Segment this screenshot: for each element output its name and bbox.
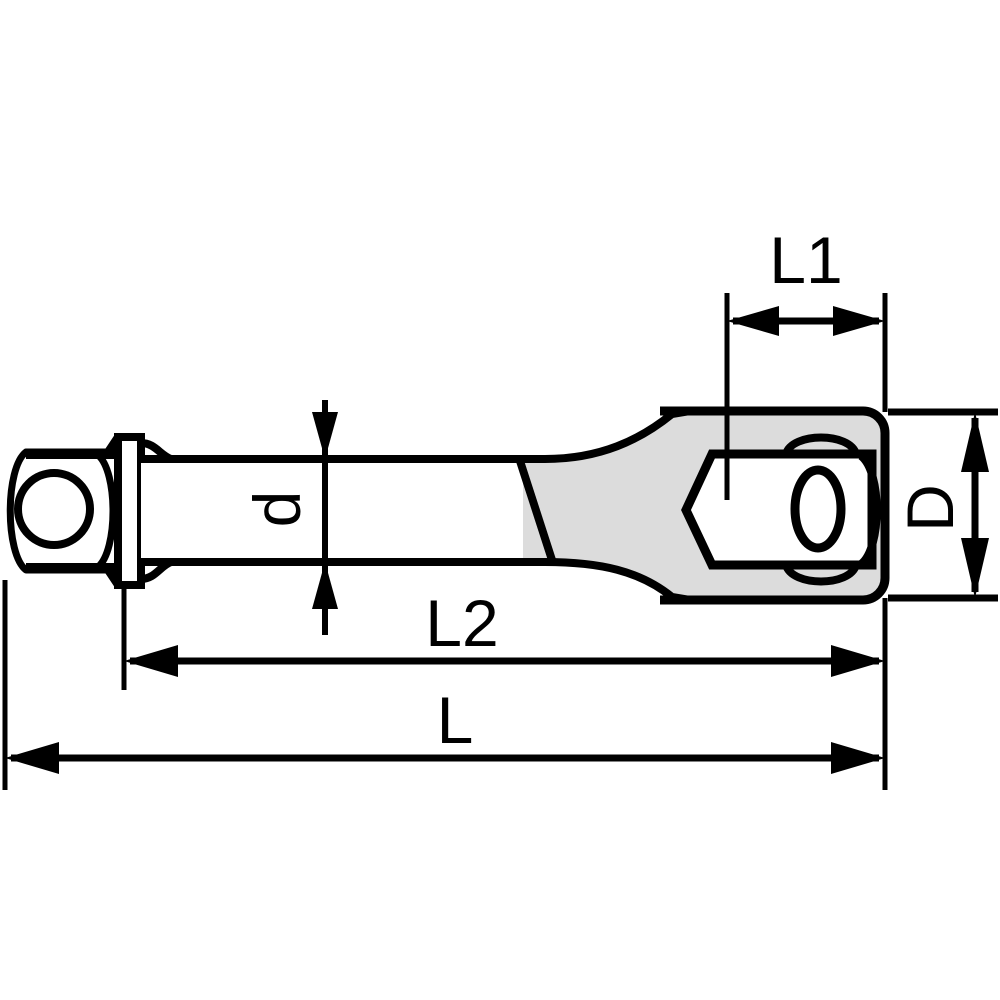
L1-arrowhead-left (727, 306, 779, 336)
dimension-label-L: L (437, 683, 474, 757)
flare-transition-outline (516, 407, 694, 604)
tool-body (6, 406, 890, 605)
L2-arrowhead-right (831, 645, 885, 677)
dimension-L: L (2, 580, 888, 790)
dimension-label-D: D (893, 484, 967, 532)
dimension-d: d (240, 400, 338, 635)
d-arrowhead-top (312, 412, 338, 459)
d-arrowhead-bottom (312, 562, 338, 609)
socket-detent-ellipse (790, 465, 846, 553)
L2-arrowhead-left (124, 645, 178, 677)
D-arrowhead-bottom (961, 538, 989, 598)
dimension-L1: L1 (724, 223, 888, 500)
D-arrowhead-top (961, 412, 989, 472)
dimension-label-d: d (240, 491, 314, 528)
square-drive-end (6, 448, 124, 574)
drive-hole-circle (14, 469, 94, 549)
dimension-L2: L2 (121, 586, 888, 690)
socket-end-arcs (782, 433, 881, 586)
L-arrowhead-right (831, 742, 885, 774)
dimension-label-L2: L2 (425, 586, 498, 660)
dimension-D: D (882, 395, 998, 618)
L1-arrowhead-right (833, 306, 885, 336)
L-arrowhead-left (5, 742, 59, 774)
shaft (141, 455, 545, 566)
dimension-label-L1: L1 (769, 223, 842, 297)
socket-head (660, 406, 890, 605)
